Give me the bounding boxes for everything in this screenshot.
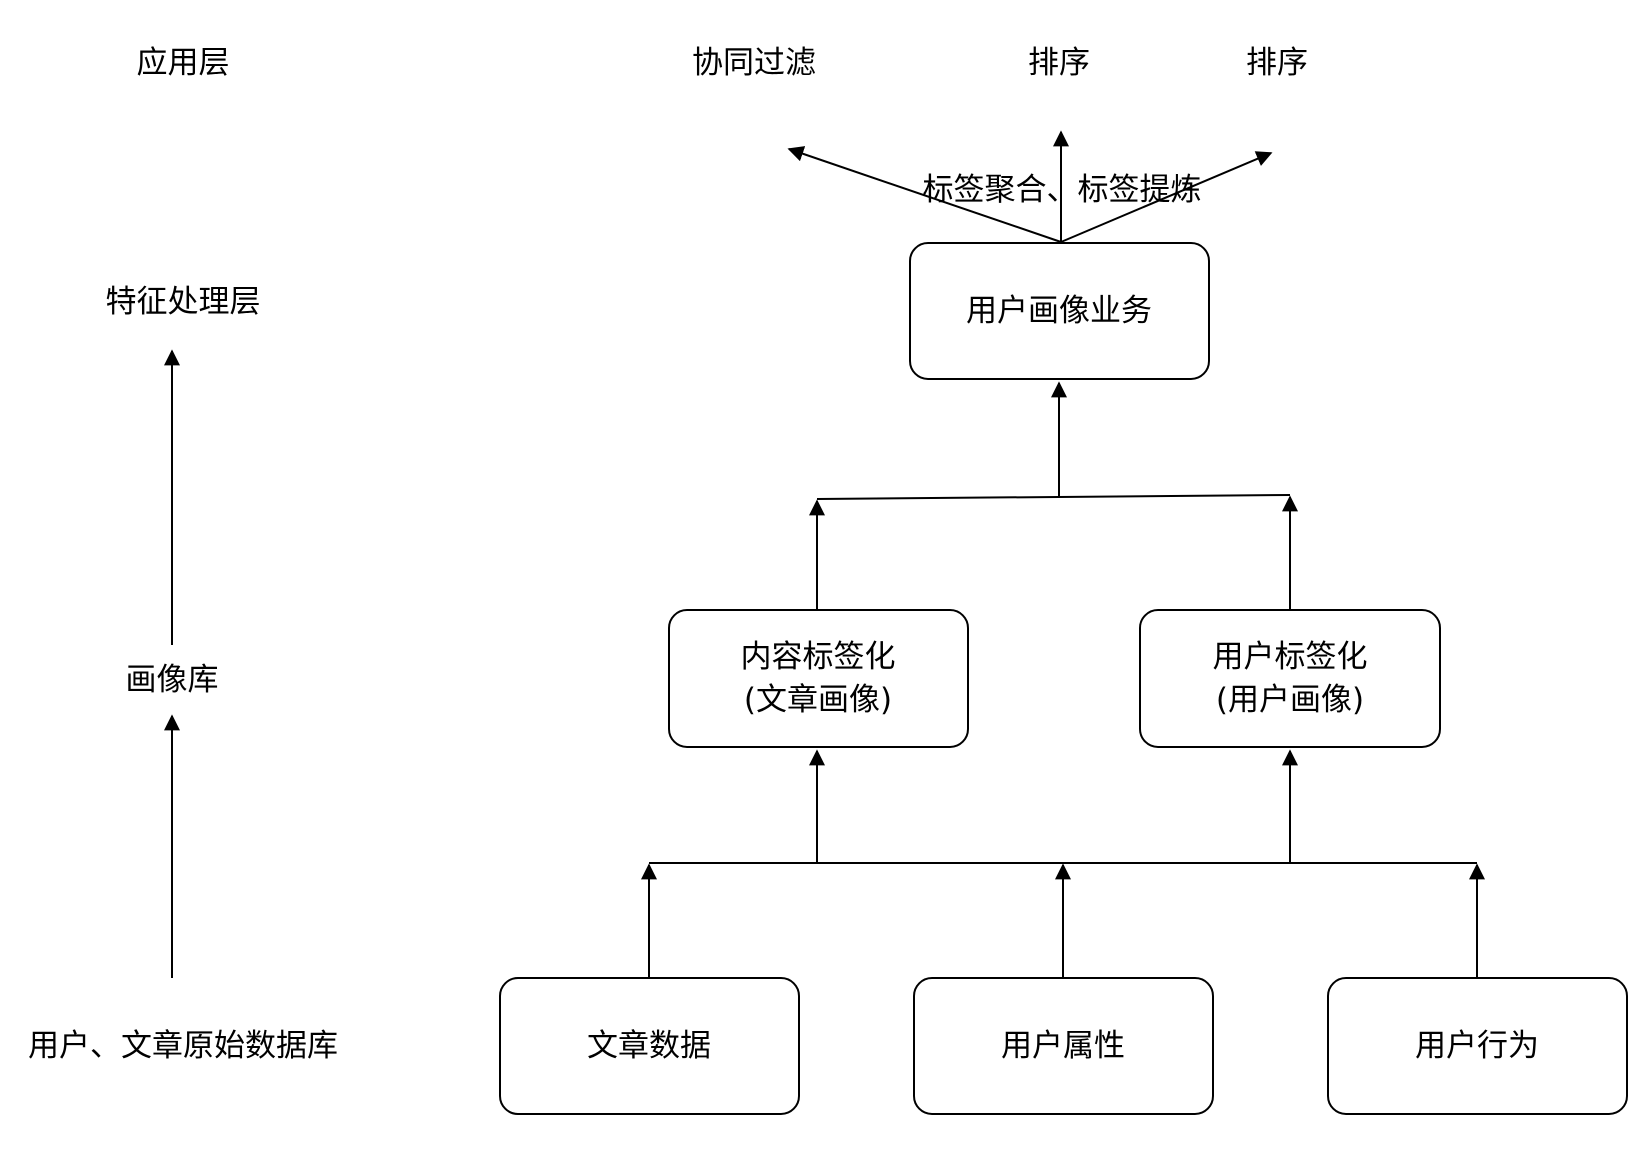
node-article-data	[499, 977, 800, 1115]
arrow-to-collaborative-filtering	[787, 146, 1062, 243]
node-profile-service-label: 用户画像业务	[966, 293, 1152, 329]
node-article-data-label: 文章数据	[587, 1028, 711, 1064]
arrow-to-ranking-2	[1060, 151, 1273, 243]
node-user-behavior	[1327, 977, 1628, 1115]
node-user-tagging-line2: (用户画像)	[1216, 682, 1364, 718]
node-content-tagging	[668, 609, 969, 748]
node-content-tagging-line1: 内容标签化	[741, 639, 896, 675]
node-user-behavior-label: 用户行为	[1415, 1028, 1539, 1064]
layer-label-profile-library: 画像库	[126, 662, 219, 698]
merge-line-upper	[816, 494, 1291, 500]
node-user-tagging	[1139, 609, 1441, 748]
output-collaborative-filtering: 协同过滤	[692, 45, 816, 81]
output-ranking-1: 排序	[1028, 45, 1090, 81]
node-content-tagging-line2: (文章画像)	[744, 682, 892, 718]
node-user-tagging-line1: 用户标签化	[1213, 639, 1368, 675]
layer-label-application: 应用层	[137, 45, 230, 81]
node-user-attributes-label: 用户属性	[1001, 1028, 1125, 1064]
layer-label-raw-database: 用户、文章原始数据库	[28, 1028, 338, 1064]
output-ranking-2: 排序	[1246, 45, 1308, 81]
node-profile-service	[909, 242, 1210, 380]
layer-label-feature-processing: 特征处理层	[106, 284, 261, 320]
edge-label-tag-aggregation: 标签聚合、标签提炼	[923, 172, 1202, 208]
node-user-attributes	[913, 977, 1214, 1115]
